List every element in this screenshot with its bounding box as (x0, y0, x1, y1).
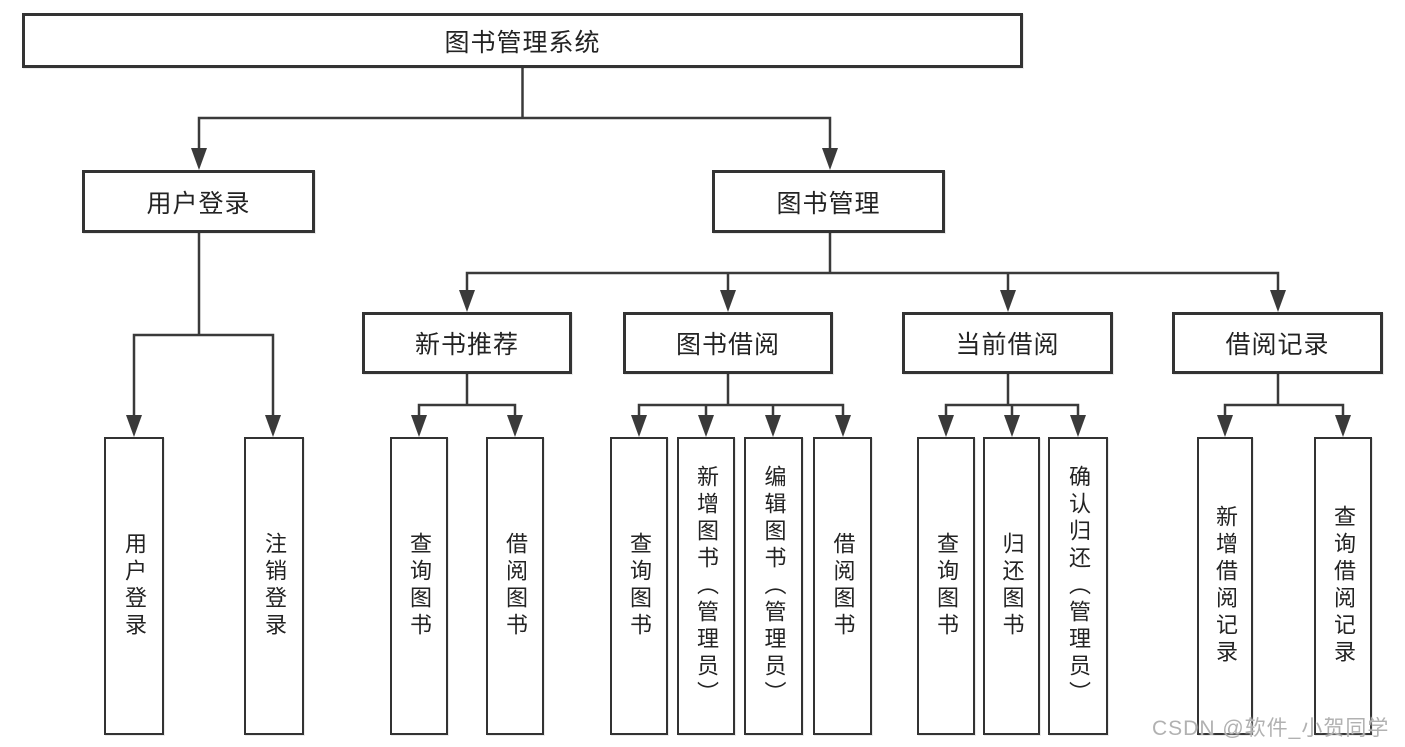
arrowhead-down-icon (1070, 415, 1086, 437)
leaf-nbr-borrow-books: 借阅图书 (486, 437, 544, 735)
arrowhead-down-icon (938, 415, 954, 437)
leaf-label: 确认归还（管理员） (1066, 464, 1091, 708)
connector-level3-rail (465, 271, 1280, 292)
leaf-label: 编辑图书（管理员） (761, 464, 787, 708)
arrowhead-down-icon (698, 415, 714, 437)
leaf-logout: 注销登录 (244, 437, 304, 735)
connector-user-login-rail (132, 333, 275, 417)
leaf-user-login: 用户登录 (104, 437, 164, 735)
leaf-label: 查询借阅记录 (1331, 505, 1356, 667)
leaf-bb-edit-books-admin: 编辑图书（管理员） (744, 437, 803, 735)
arrowhead-down-icon (1270, 290, 1286, 312)
arrowhead-down-icon (631, 415, 647, 437)
arrowhead-down-icon (765, 415, 781, 437)
arrowhead-down-icon (459, 290, 475, 312)
connector-borrow-record-rail (1223, 403, 1345, 417)
node-label: 图书借阅 (675, 331, 780, 359)
node-label: 图书管理 (776, 189, 881, 218)
csdn-watermark: CSDN @软件_小贺同学 (1152, 717, 1390, 740)
leaf-cb-confirm-return-admin: 确认归还（管理员） (1048, 437, 1108, 735)
leaf-label: 查询图书 (407, 532, 432, 640)
leaf-cb-return-books: 归还图书 (983, 437, 1040, 735)
leaf-cb-query-books: 查询图书 (917, 437, 975, 735)
node-book-borrowing: 图书借阅 (623, 312, 833, 374)
leaf-label: 新增图书（管理员） (694, 464, 719, 708)
node-user-login: 用户登录 (82, 170, 315, 233)
connector-level2-rail (197, 116, 832, 150)
leaf-label: 归还图书 (999, 532, 1025, 640)
arrowheads-down (126, 148, 1351, 437)
node-borrowing-records: 借阅记录 (1172, 312, 1383, 374)
node-label: 用户登录 (146, 189, 251, 218)
node-label: 新书推荐 (414, 331, 519, 359)
leaf-label: 查询图书 (934, 532, 959, 640)
arrowhead-down-icon (507, 415, 523, 437)
leaf-bb-add-books-admin: 新增图书（管理员） (677, 437, 735, 735)
node-label: 当前借阅 (955, 331, 1060, 359)
leaf-label: 借阅图书 (503, 532, 528, 640)
node-library-management-system: 图书管理系统 (22, 13, 1023, 68)
arrowhead-down-icon (191, 148, 207, 170)
connector-book-borrow-rail (637, 403, 845, 417)
leaf-label: 借阅图书 (830, 532, 856, 640)
connector-new-book-rail (417, 403, 517, 417)
leaf-bb-borrow-books: 借阅图书 (813, 437, 872, 735)
arrowhead-down-icon (1335, 415, 1351, 437)
arrowhead-down-icon (1217, 415, 1233, 437)
connector-paths (132, 68, 1345, 417)
leaf-label: 用户登录 (122, 532, 147, 640)
arrowhead-down-icon (411, 415, 427, 437)
arrowhead-down-icon (822, 148, 838, 170)
arrowhead-down-icon (1000, 290, 1016, 312)
node-label: 借阅记录 (1225, 331, 1330, 359)
node-current-borrowing: 当前借阅 (902, 312, 1113, 374)
node-book-management: 图书管理 (712, 170, 945, 233)
leaf-bb-query-books: 查询图书 (610, 437, 668, 735)
leaf-label: 新增借阅记录 (1213, 505, 1238, 667)
node-label: 图书管理系统 (444, 28, 601, 57)
arrowhead-down-icon (835, 415, 851, 437)
node-new-book-recommendation: 新书推荐 (362, 312, 572, 374)
arrowhead-down-icon (126, 415, 142, 437)
leaf-br-add-borrow-record: 新增借阅记录 (1197, 437, 1253, 735)
arrowhead-down-icon (1004, 415, 1020, 437)
arrowhead-down-icon (720, 290, 736, 312)
leaf-nbr-query-books: 查询图书 (390, 437, 448, 735)
leaf-label: 查询图书 (627, 532, 652, 640)
arrowhead-down-icon (265, 415, 281, 437)
leaf-br-query-borrow-record: 查询借阅记录 (1314, 437, 1372, 735)
leaf-label: 注销登录 (262, 532, 287, 640)
